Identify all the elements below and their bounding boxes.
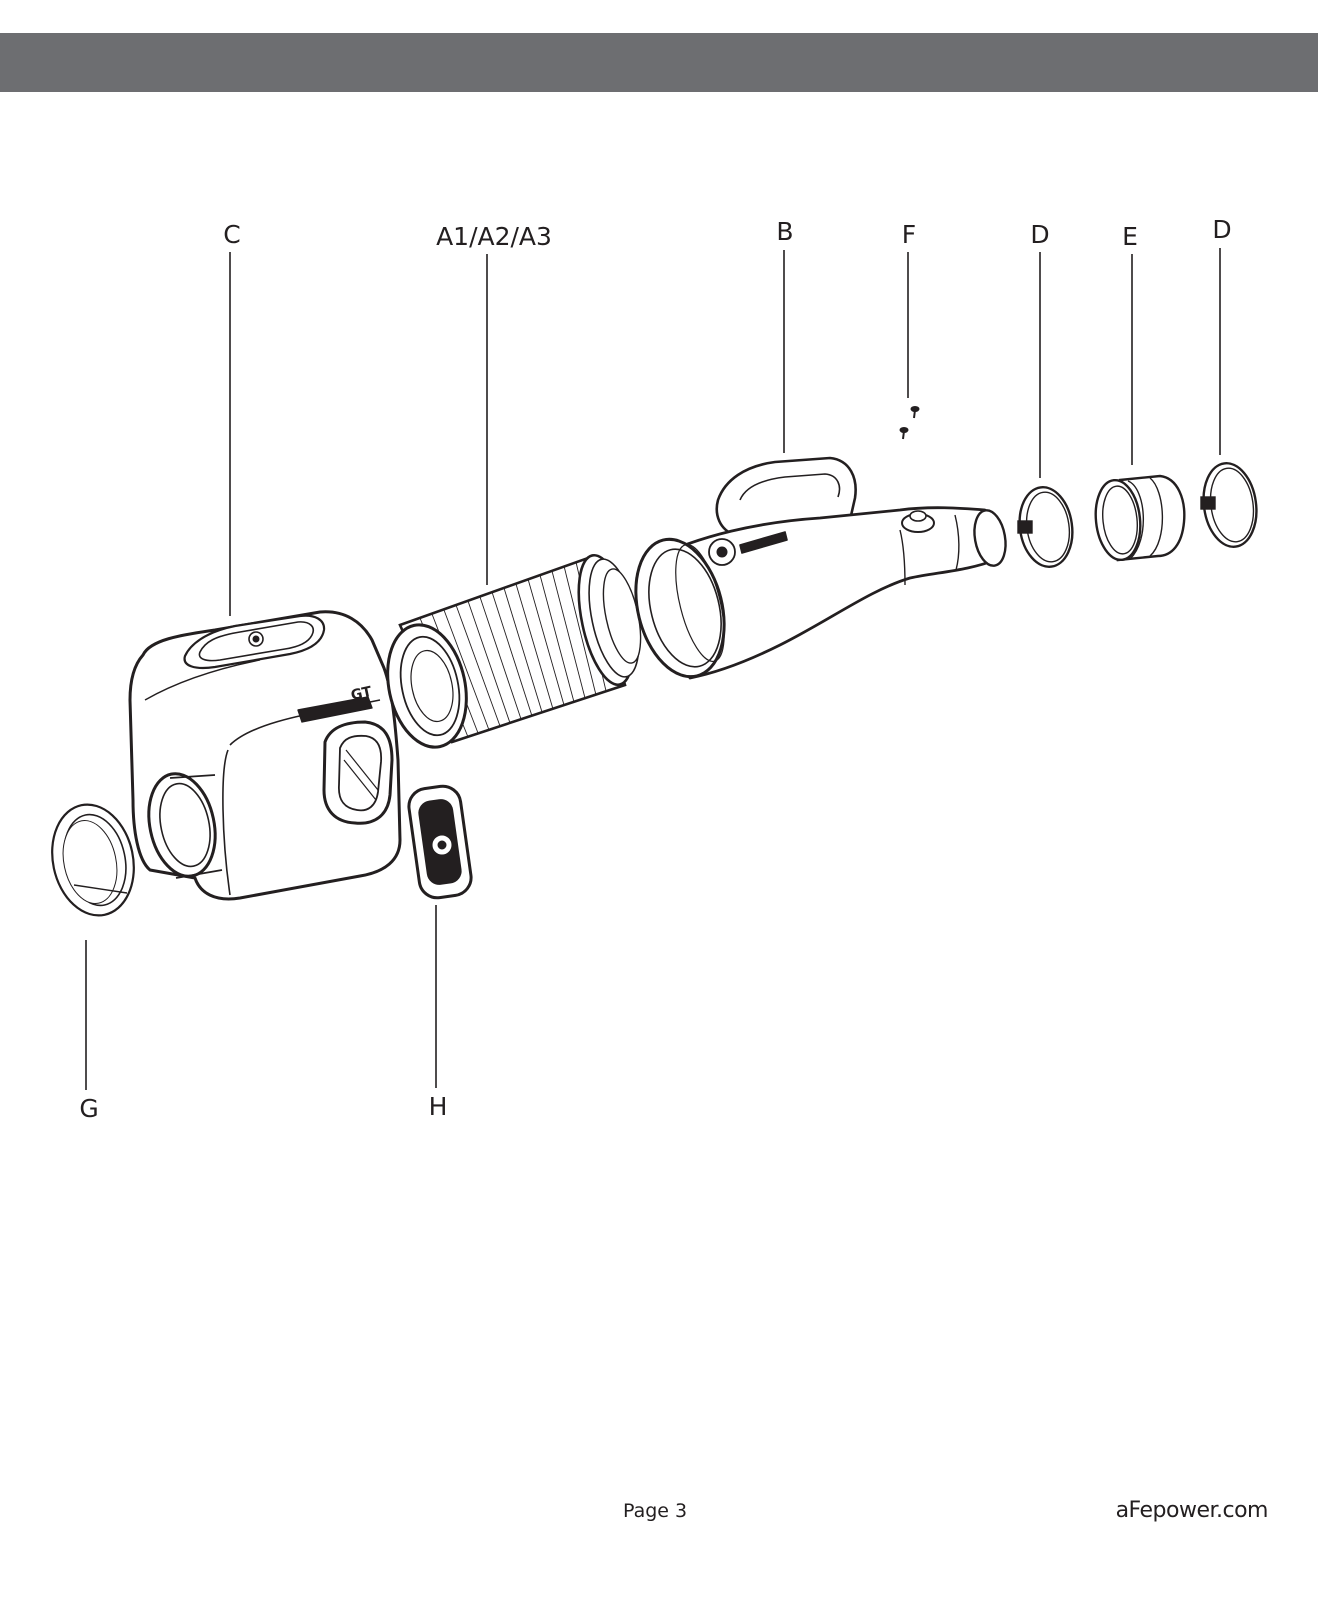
part-d-left-hose-clamp: [1017, 486, 1074, 568]
callout-label-h: H: [429, 1092, 448, 1121]
part-g-coupler-ring: [51, 803, 135, 917]
callout-label-g: G: [79, 1094, 98, 1123]
svg-text:GT: GT: [350, 684, 374, 704]
part-h-logo-cover: [407, 784, 473, 900]
part-e-coupler: [1094, 474, 1186, 562]
part-a-air-filter: [386, 553, 642, 749]
part-f-screws: [899, 406, 920, 440]
callout-label-f: F: [902, 220, 916, 249]
callout-label-d-right: D: [1212, 215, 1231, 244]
header-bar: [0, 33, 1318, 92]
callout-label-d-left: D: [1030, 220, 1049, 249]
callout-label-e: E: [1122, 222, 1138, 251]
website-address: aFepower.com: [1115, 1498, 1269, 1523]
callout-label-b: B: [776, 217, 793, 246]
page-number: Page 3: [623, 1500, 688, 1522]
leader-lines: [85, 248, 1221, 1090]
part-b-intake-tube: [634, 456, 1007, 680]
part-d-right-hose-clamp: [1200, 462, 1258, 548]
callout-label-c: C: [223, 220, 240, 249]
part-c-airbox-housing: GT: [128, 610, 402, 901]
callout-label-a: A1/A2/A3: [436, 222, 552, 251]
